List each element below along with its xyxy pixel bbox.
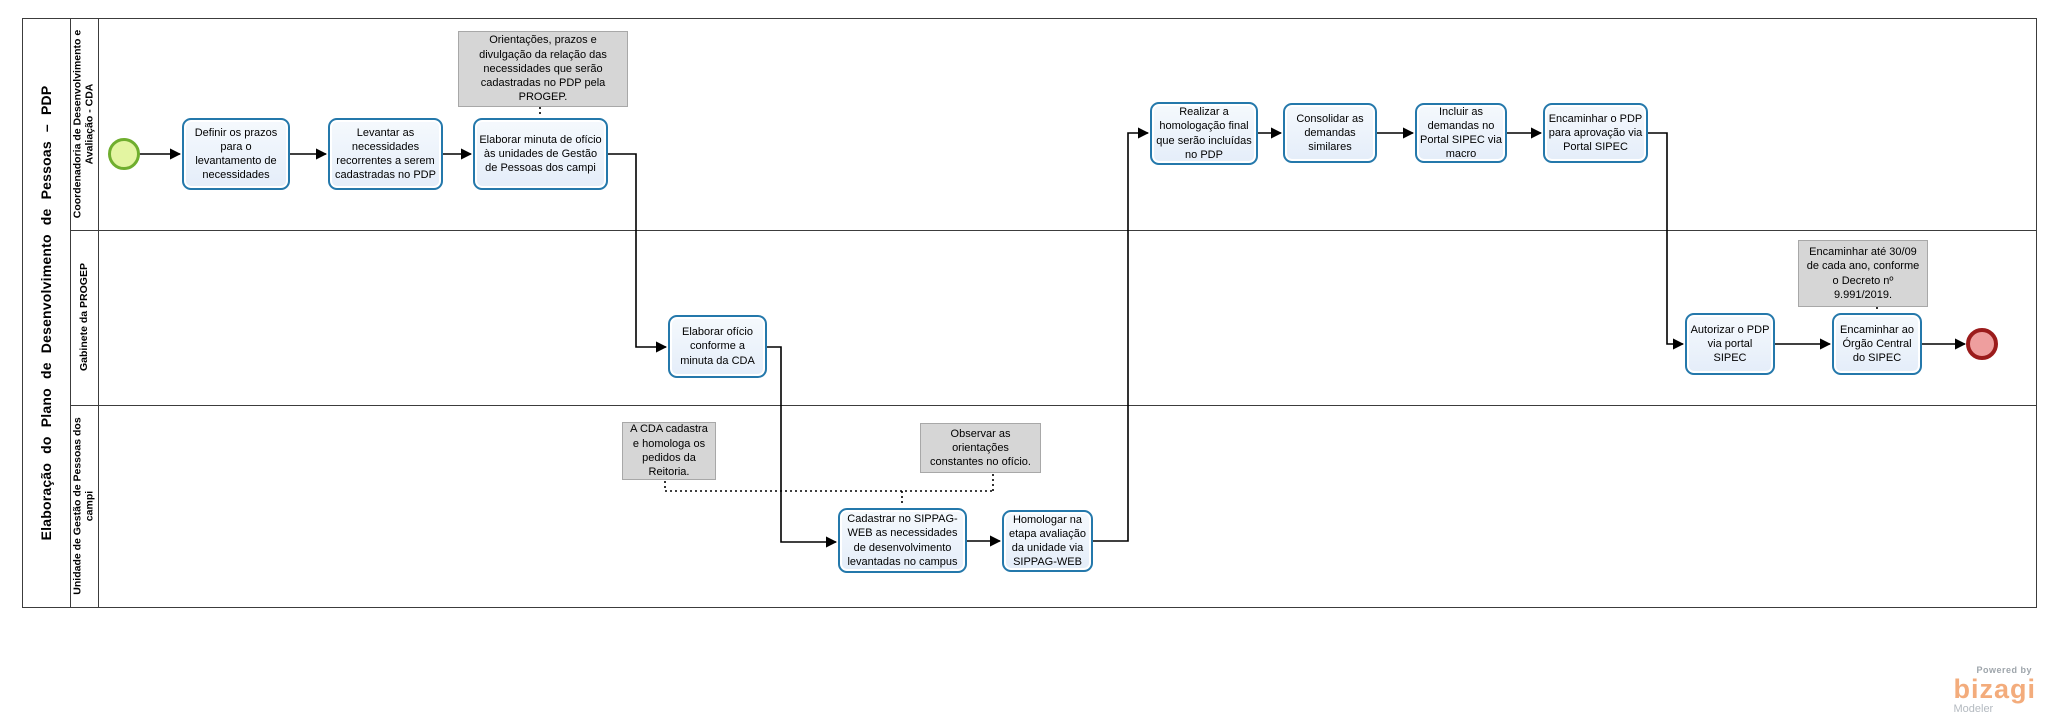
lane-label-unidade: Unidade de Gestão de Pessoas dos campi: [71, 417, 96, 595]
task-definir-prazos[interactable]: Definir os prazos para o levantamento de…: [182, 118, 290, 190]
pool-title-column: [23, 19, 71, 607]
annotation-observar[interactable]: Observar as orientações constantes no of…: [920, 423, 1041, 473]
pool-title: Elaboração do Plano de Desenvolvimento d…: [22, 18, 70, 608]
start-event[interactable]: [108, 138, 140, 170]
lane-unidade: Unidade de Gestão de Pessoas dos campi: [70, 404, 98, 608]
task-elaborar-minuta[interactable]: Elaborar minuta de ofício às unidades de…: [473, 118, 608, 190]
lane-cda: Coordenadoria de Desenvolvimento e Avali…: [70, 18, 98, 229]
annotation-prazo-decreto[interactable]: Encaminhar até 30/09 de cada ano, confor…: [1798, 240, 1928, 307]
task-realizar-homologacao[interactable]: Realizar a homologação final que serão i…: [1150, 102, 1258, 165]
task-levantar-necessidades[interactable]: Levantar as necessidades recorrentes a s…: [328, 118, 443, 190]
lane-label-column: [71, 19, 99, 607]
task-consolidar-demandas[interactable]: Consolidar as demandas similares: [1283, 103, 1377, 163]
bizagi-wordmark: bizagi: [1953, 674, 2036, 704]
modeler-label: Modeler: [1953, 703, 1994, 715]
lane-progep: Gabinete da PROGEP: [70, 229, 98, 404]
task-elaborar-oficio[interactable]: Elaborar ofício conforme a minuta da CDA: [668, 315, 767, 378]
annotation-orientacoes[interactable]: Orientações, prazos e divulgação da rela…: [458, 31, 628, 107]
lane-label-cda: Coordenadoria de Desenvolvimento e Avali…: [71, 29, 96, 218]
bizagi-logo: Powered by bizagi Modeler: [1953, 666, 2036, 715]
task-encaminhar-pdp[interactable]: Encaminhar o PDP para aprovação via Port…: [1543, 103, 1648, 163]
task-autorizar-pdp[interactable]: Autorizar o PDP via portal SIPEC: [1685, 313, 1775, 375]
lane-divider: [71, 230, 2037, 231]
end-event[interactable]: [1966, 328, 1998, 360]
powered-by-label: Powered by: [1976, 665, 2032, 675]
annotation-cda-reitoria[interactable]: A CDA cadastra e homologa os pedidos da …: [622, 422, 716, 480]
lane-label-progep: Gabinete da PROGEP: [77, 262, 90, 371]
task-cadastrar-sippag[interactable]: Cadastrar no SIPPAG-WEB as necessidades …: [838, 508, 967, 573]
pool-title-label: Elaboração do Plano de Desenvolvimento d…: [38, 85, 54, 541]
task-incluir-demandas[interactable]: Incluir as demandas no Portal SIPEC via …: [1415, 103, 1507, 163]
process-pool: [22, 18, 2037, 608]
task-encaminhar-orgao[interactable]: Encaminhar ao Órgão Central do SIPEC: [1832, 313, 1922, 375]
lane-divider: [71, 405, 2037, 406]
task-homologar-sippag[interactable]: Homologar na etapa avaliação da unidade …: [1002, 510, 1093, 572]
